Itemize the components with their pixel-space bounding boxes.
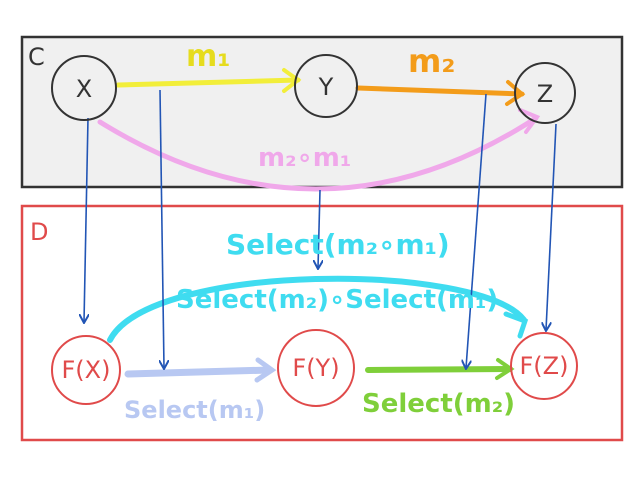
functor-arrow-composite bbox=[318, 189, 320, 268]
category-d-label: D bbox=[30, 218, 48, 246]
object-x: X bbox=[51, 55, 117, 121]
m1-arrowhead bbox=[282, 68, 302, 93]
m2-arrow bbox=[355, 85, 525, 97]
object-fy-circle bbox=[277, 329, 355, 407]
object-fx-circle bbox=[51, 335, 121, 405]
object-fz-circle bbox=[510, 332, 578, 400]
object-fx-label: F(X) bbox=[62, 356, 111, 384]
select-m1-label: Select(m₁) bbox=[124, 396, 265, 424]
select-m1-arrowhead bbox=[254, 357, 277, 383]
category-c-label: C bbox=[28, 43, 45, 71]
object-x-label: X bbox=[76, 75, 92, 103]
category-d: D bbox=[20, 204, 624, 442]
category-d-box bbox=[20, 204, 624, 442]
object-fz: F(Z) bbox=[510, 332, 578, 400]
m1-label: m₁ bbox=[186, 39, 230, 74]
m2-label: m₂ bbox=[408, 42, 455, 80]
select-composite-arrowhead bbox=[503, 311, 529, 339]
object-fy: F(Y) bbox=[277, 329, 355, 407]
select-composite-label: Select(m₂∘m₁) bbox=[226, 228, 450, 261]
select-m1-arrow bbox=[124, 366, 274, 378]
composite-arrowhead bbox=[518, 108, 541, 134]
object-y-label: Y bbox=[318, 73, 334, 101]
m1-arrow bbox=[115, 77, 301, 88]
object-x-circle bbox=[51, 55, 117, 121]
functor-arrow-m1 bbox=[160, 89, 164, 368]
object-z-circle bbox=[514, 62, 576, 124]
object-y-circle bbox=[294, 54, 358, 118]
object-z: Z bbox=[514, 62, 576, 124]
m2-arrowhead bbox=[505, 80, 526, 106]
select-m2-label: Select(m₂) bbox=[362, 389, 515, 419]
object-z-label: Z bbox=[537, 80, 553, 108]
object-fz-label: F(Z) bbox=[520, 352, 569, 380]
object-fy-label: F(Y) bbox=[292, 354, 339, 382]
composite-of-selects-label: Select(m₂)∘Select(m₁) bbox=[176, 285, 498, 315]
functor-arrow-m2 bbox=[466, 93, 487, 368]
select-composite-arrow bbox=[107, 275, 527, 343]
object-y: Y bbox=[294, 54, 358, 118]
object-fx: F(X) bbox=[51, 335, 121, 405]
select-m2-arrow bbox=[365, 366, 513, 373]
functor-arrow-x bbox=[84, 117, 88, 322]
functor-arrow-z bbox=[546, 123, 557, 330]
composite-label: m₂∘m₁ bbox=[258, 143, 351, 173]
